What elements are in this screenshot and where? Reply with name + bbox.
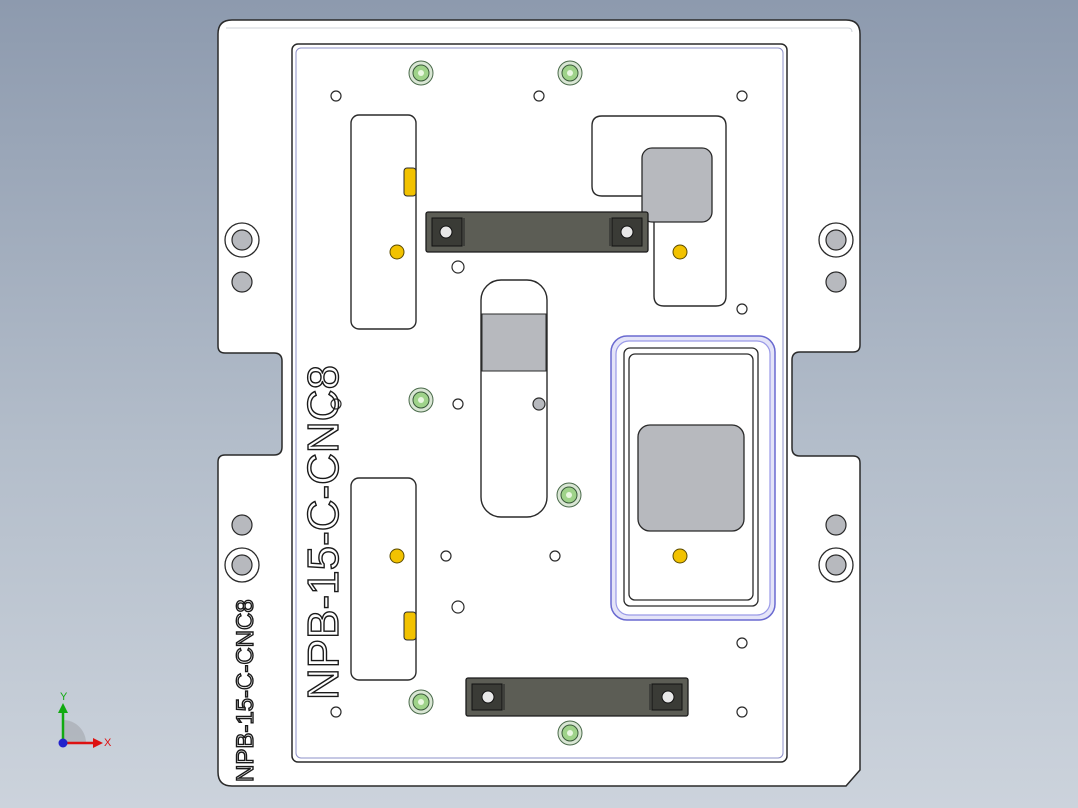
- base-engraving: NPB-15-C-CNC8: [232, 599, 259, 782]
- support-pin-icon: [389, 244, 688, 564]
- bolt-hole-icon: [224, 222, 260, 583]
- bolt-hole-icon: [818, 222, 854, 583]
- left-lower-slot[interactable]: [350, 477, 417, 681]
- axis-triad-icon[interactable]: Y X: [58, 691, 112, 749]
- locating-pin-icon: [408, 60, 583, 746]
- axis-x-label: X: [104, 737, 112, 749]
- axis-y-label: Y: [60, 691, 68, 703]
- left-upper-slot[interactable]: [350, 114, 417, 330]
- plate-engraving: NPB-15-C-CNC8: [299, 365, 348, 700]
- bolt-hole-icon: [330, 90, 748, 718]
- clamp-lower[interactable]: [465, 677, 689, 717]
- clamp-upper[interactable]: [425, 211, 649, 253]
